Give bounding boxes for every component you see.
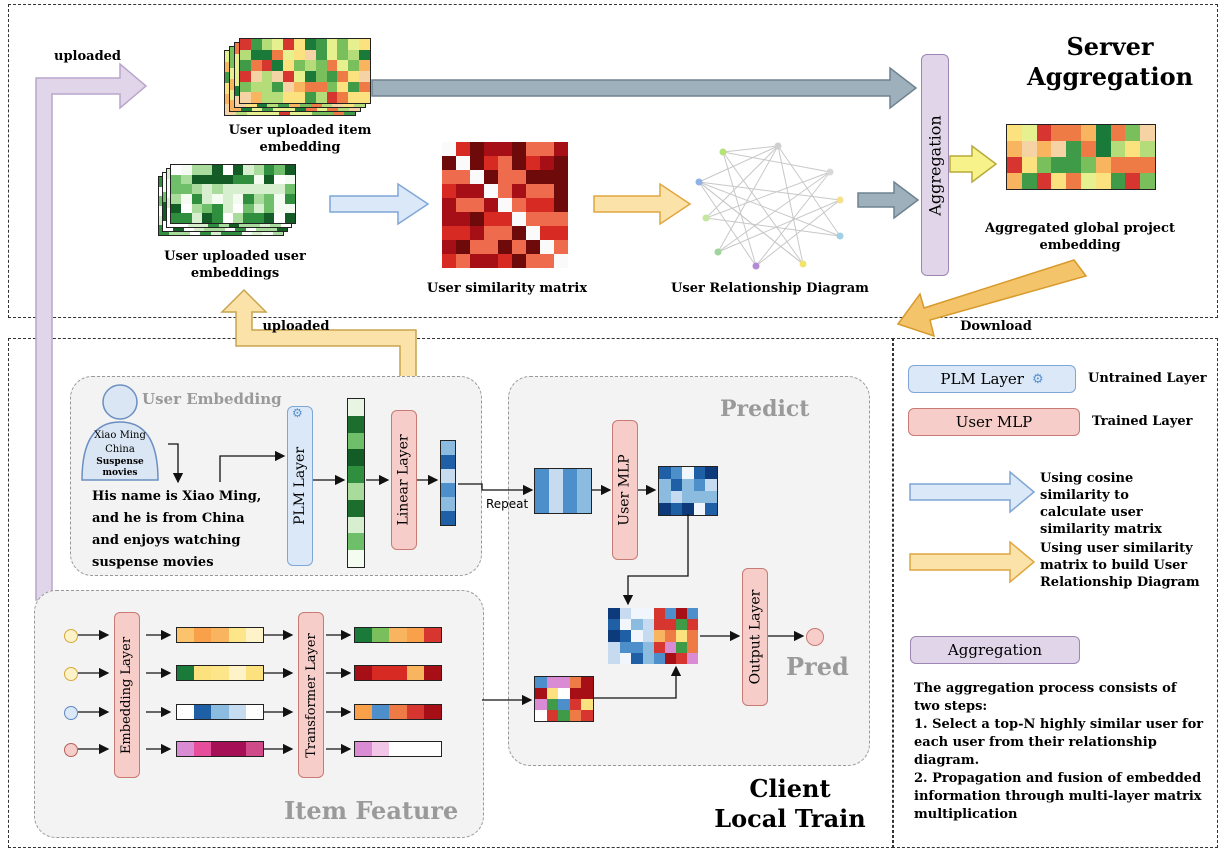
legend-arrows	[909, 470, 1036, 584]
similarity-matrix	[442, 142, 568, 268]
client-title: Client Local Train	[690, 774, 890, 834]
item-feature-title: Item Feature	[284, 796, 459, 825]
plm-output-vector	[347, 398, 365, 568]
download-arrow	[896, 259, 1088, 338]
client-title-line2: Local Train	[714, 804, 866, 833]
plm-layer-label: PLM Layer	[292, 446, 309, 526]
similarity-label: User similarity matrix	[426, 281, 588, 296]
item-embedding-label: User uploaded item embedding	[228, 123, 372, 155]
aggregation-box-label: Aggregation	[925, 114, 945, 216]
relationship-label: User Relationship Diagram	[671, 281, 869, 296]
legend-plm-box: PLM Layer ⚙	[908, 365, 1076, 393]
server-title-line1: Server	[1066, 32, 1154, 61]
legend-untrained: Untrained Layer	[1088, 371, 1207, 386]
global-embedding-matrix	[1006, 124, 1156, 190]
server-title: Server Aggregation	[1010, 32, 1210, 92]
legend-mlp-box: User MLP	[908, 408, 1080, 436]
agg-step1: 1. Select a top-N highly similar user fo…	[914, 717, 1204, 768]
feature-embedding-strip	[176, 665, 264, 681]
relationship-graph	[698, 145, 841, 267]
output-layer-box: Output Layer	[742, 568, 768, 706]
user-mlp-box: User MLP	[612, 420, 638, 560]
download-label: Download	[960, 319, 1032, 334]
client-title-line1: Client	[749, 774, 831, 803]
feature-embedding-strip	[176, 704, 264, 720]
person-icon	[81, 384, 159, 481]
feature-embedding-strip	[354, 665, 442, 681]
relationship-nodes	[695, 142, 844, 270]
legend-aggregation-box: Aggregation	[910, 636, 1080, 664]
feature-embedding-strip	[354, 741, 442, 757]
linear-layer-box: Linear Layer	[391, 410, 417, 550]
yellow-upload-arrow	[220, 288, 417, 411]
legend-mlp-label: User MLP	[955, 413, 1033, 431]
feature-node	[64, 706, 78, 720]
linear-layer-label: Linear Layer	[396, 434, 413, 526]
embedding-layer-box: Embedding Layer	[114, 612, 140, 778]
embedding-layer-sheet	[239, 38, 371, 104]
aggregation-description: The aggregation process consists of two …	[914, 680, 1204, 824]
transformer-layer-label: Transformer Layer	[303, 632, 319, 758]
embedding-layer-label: Embedding Layer	[119, 636, 135, 754]
user-embeddings-label: User uploaded user embeddings	[164, 249, 306, 281]
bottom-uploaded-label: uploaded	[262, 319, 330, 334]
gray-diagram-arrow	[857, 180, 920, 220]
repeat-label: Repeat	[486, 497, 529, 511]
legend-plm-label: PLM Layer	[940, 370, 1024, 388]
user-embedding-title: User Embedding	[142, 390, 282, 408]
fused-item-matrix	[654, 608, 698, 664]
feature-node	[64, 667, 78, 681]
profile-interest: Suspense movies	[96, 457, 144, 478]
legend-panel	[892, 338, 1218, 848]
legend-gear-icon: ⚙	[1031, 371, 1044, 387]
feature-node	[64, 629, 78, 643]
profile-country: China	[105, 444, 135, 455]
embedding-layer-sheet	[170, 164, 296, 224]
mlp-output-matrix	[658, 466, 718, 516]
plm-layer-box: PLM Layer	[287, 406, 313, 566]
user-embedding-vector	[440, 440, 456, 526]
user-description: His name is Xiao Ming, and he is from Ch…	[92, 489, 262, 570]
feature-embedding-strip	[354, 704, 442, 720]
item-embedding-matrix	[534, 676, 594, 722]
fused-user-matrix	[608, 608, 654, 664]
purple-upload-arrow	[35, 62, 148, 601]
feature-embedding-strip	[354, 627, 442, 643]
yellow-relationship-arrow	[593, 182, 692, 226]
legend-trained: Trained Layer	[1092, 414, 1193, 429]
pred-node	[806, 628, 824, 646]
agg-step2: 2. Propagation and fusion of embedded in…	[914, 771, 1202, 822]
legend-yellow-text: Using user similarity matrix to build Us…	[1040, 541, 1200, 590]
gray-item-arrow	[371, 66, 918, 110]
agg-intro: The aggregation process consists of two …	[914, 681, 1177, 714]
feature-embedding-strip	[176, 741, 264, 757]
aggregation-box: Aggregation	[921, 54, 949, 276]
server-panel	[8, 4, 1218, 318]
server-title-line2: Aggregation	[1026, 62, 1194, 91]
feature-node	[64, 743, 78, 757]
pred-title: Pred	[786, 652, 849, 681]
user-embedding-stack	[158, 164, 298, 240]
yellow-output-arrow	[949, 144, 998, 184]
profile-name: Xiao Ming	[94, 430, 146, 441]
plm-gear-icon: ⚙	[292, 406, 303, 420]
transformer-layer-box: Transformer Layer	[298, 612, 324, 778]
user-mlp-label: User MLP	[617, 454, 633, 526]
global-embedding-label: Aggregated global project embedding	[985, 221, 1175, 253]
top-uploaded-label: uploaded	[54, 49, 122, 64]
repeat-matrix	[534, 468, 592, 514]
legend-blue-text: Using cosine similarity to calculate use…	[1040, 471, 1162, 537]
predict-title: Predict	[720, 396, 810, 422]
blue-cosine-arrow	[329, 182, 430, 226]
legend-aggregation-label: Aggregation	[947, 641, 1043, 659]
item-embedding-stack	[224, 38, 374, 118]
client-panel	[8, 338, 894, 848]
output-layer-label: Output Layer	[747, 589, 763, 685]
feature-embedding-strip	[176, 627, 264, 643]
